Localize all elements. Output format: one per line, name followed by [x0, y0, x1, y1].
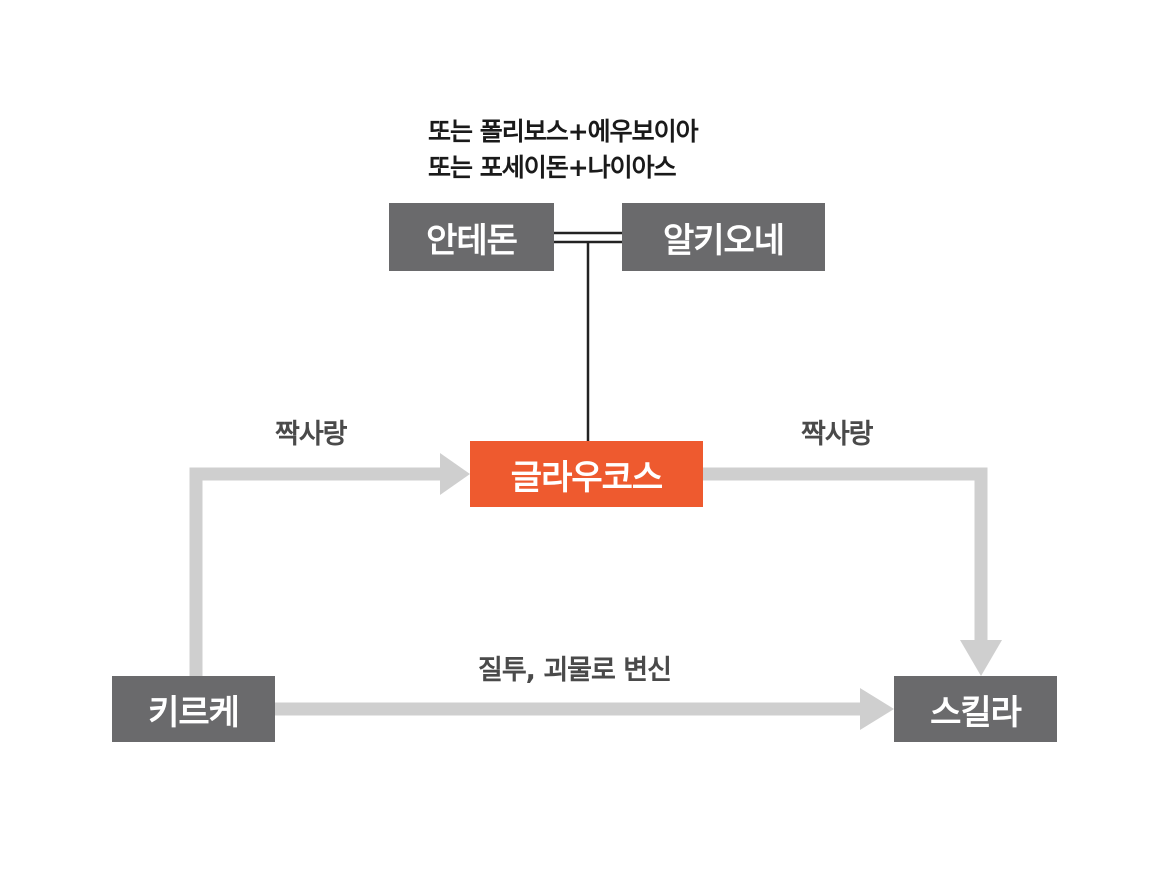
- arrow-glaucus-to-scylla-shaft: [703, 467, 988, 642]
- node-circe: 키르케: [112, 676, 275, 742]
- arrow-circe-to-scylla-head: [860, 688, 894, 730]
- edge-label-circe-to-scylla: 질투, 괴물로 변신: [478, 655, 672, 686]
- node-scylla: 스킬라: [894, 676, 1057, 742]
- node-glaucus: 글라우코스: [470, 441, 703, 507]
- parent-note-1: 또는 폴리보스+에우보이아: [428, 117, 699, 146]
- parent-note-2: 또는 포세이돈+나이아스: [428, 153, 677, 182]
- edge-label-circe-to-glaucus: 짝사랑: [275, 419, 348, 450]
- arrow-circe-to-glaucus-head: [440, 453, 470, 495]
- node-alkyone: 알키오네: [622, 203, 825, 271]
- arrow-circe-to-glaucus-shaft: [189, 467, 440, 676]
- arrow-glaucus-to-scylla-head: [960, 640, 1002, 676]
- node-antedon: 안테돈: [389, 203, 554, 271]
- edge-label-glaucus-to-scylla: 짝사랑: [801, 419, 874, 450]
